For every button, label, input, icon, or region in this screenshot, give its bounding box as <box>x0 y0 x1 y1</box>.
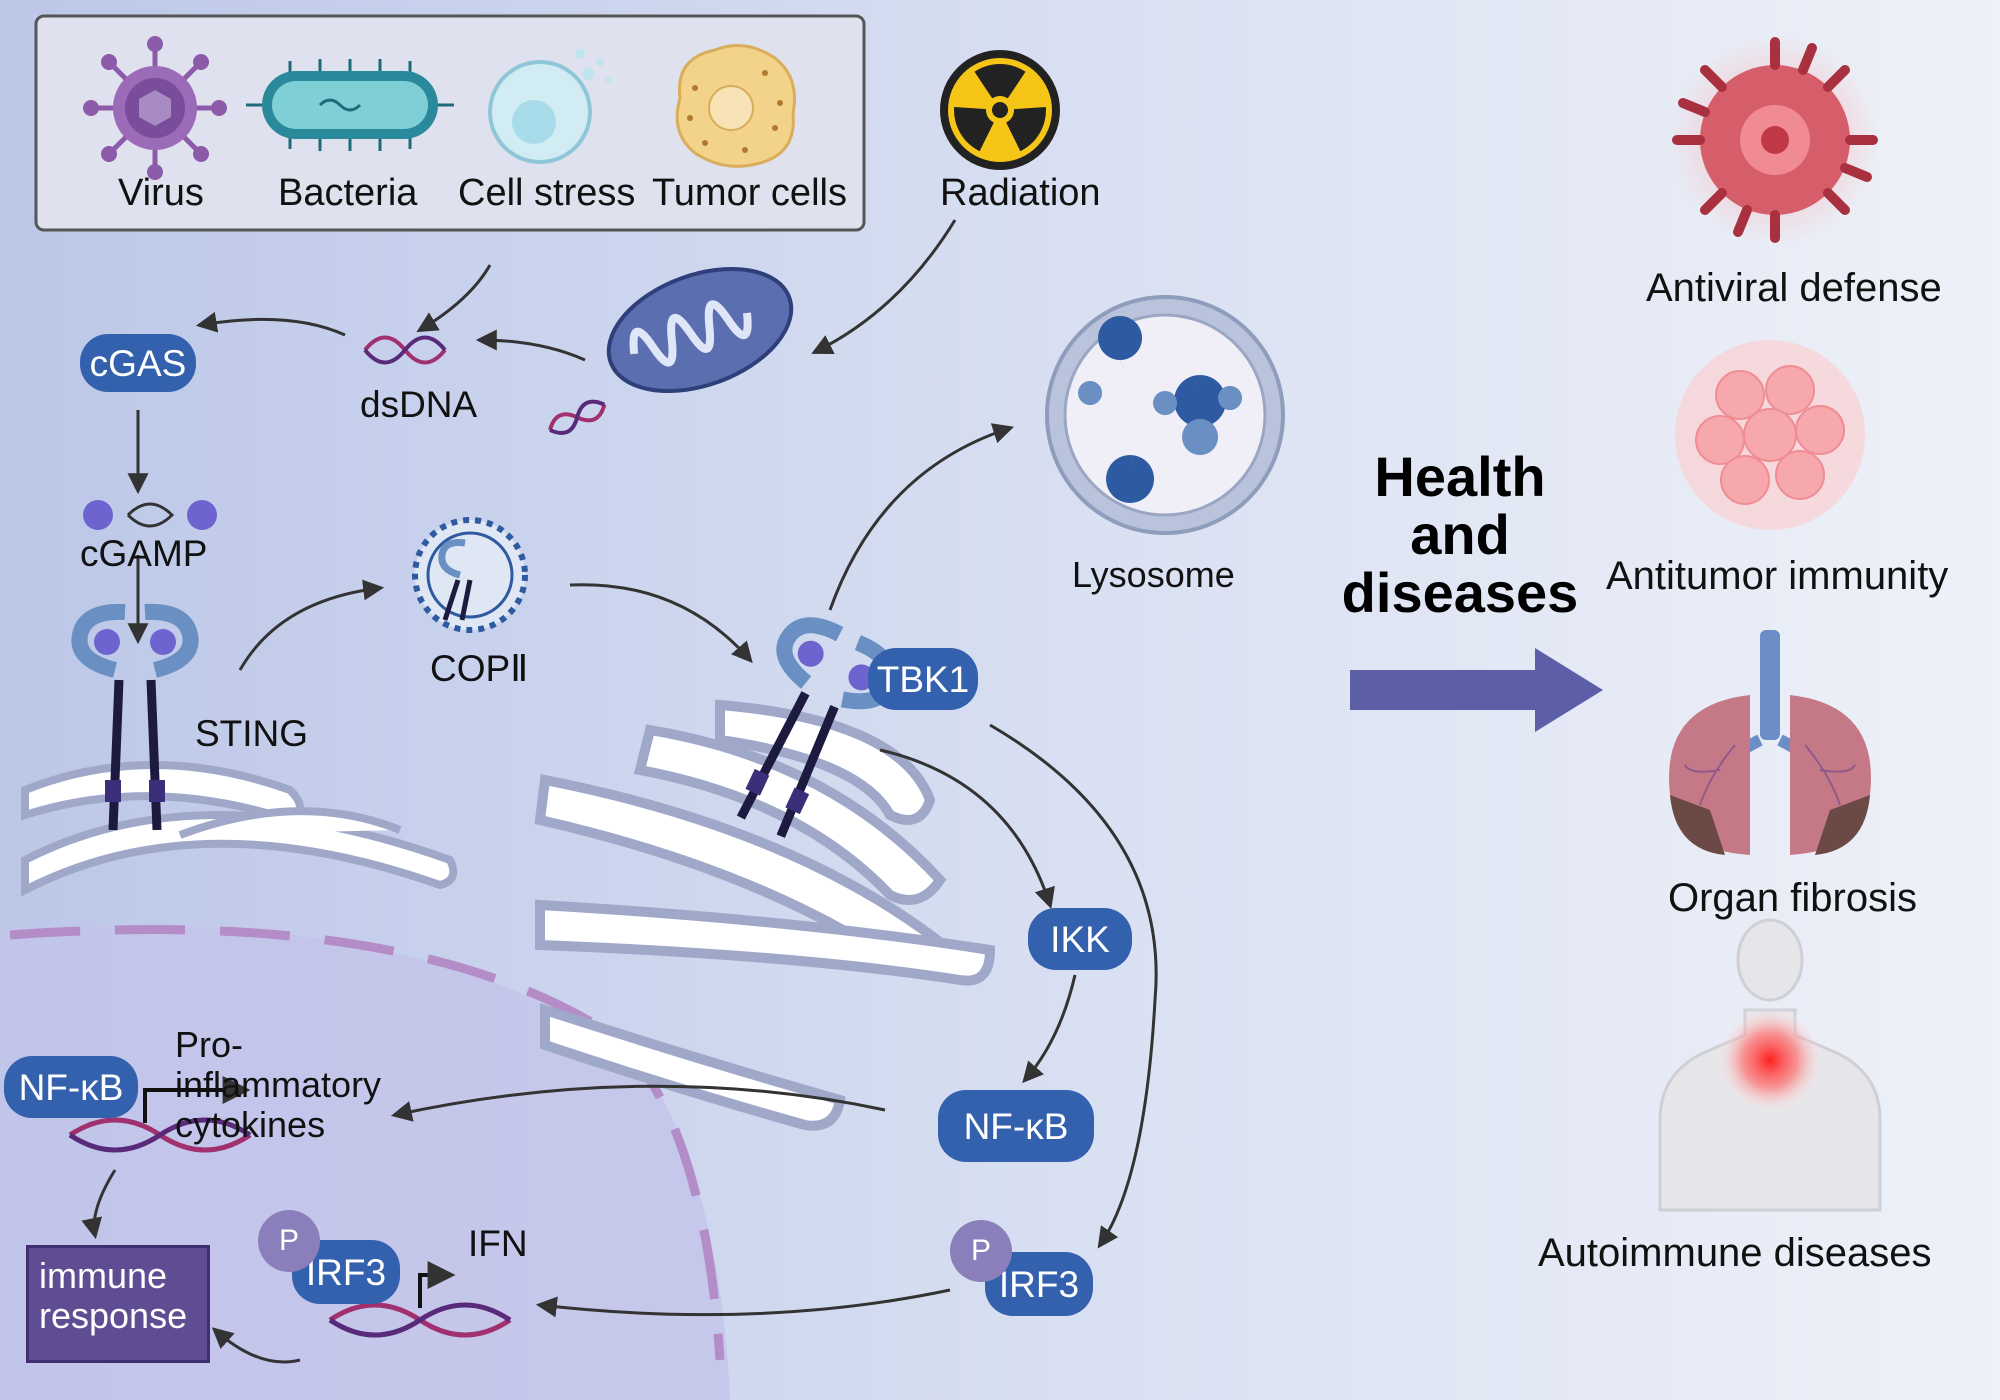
dsdna-fragment-icon <box>548 399 607 435</box>
tumor-cell-icon <box>675 44 797 168</box>
cgamp-molecule <box>83 500 217 530</box>
nfkb-nucleus-node: NF-κB <box>4 1056 138 1118</box>
lungs-icon <box>1669 630 1871 855</box>
radiation-icon <box>940 50 1060 170</box>
pathway-arrows <box>81 219 1158 1364</box>
organ-fibrosis-label: Organ fibrosis <box>1668 876 1917 920</box>
title-line2: and <box>1410 503 1510 566</box>
mitochondrion-icon <box>606 266 794 394</box>
nfkb-cytoplasm-node: NF-κB <box>938 1090 1094 1162</box>
cgamp-label: cGAMP <box>80 533 208 574</box>
cgas-node: cGAS <box>80 334 196 392</box>
dsdna-helix-icon <box>363 335 447 365</box>
ifn-label: IFN <box>468 1223 528 1264</box>
health-diseases-title: Health and diseases <box>1320 448 1600 622</box>
virus-icon <box>83 36 227 180</box>
ikk-node: IKK <box>1028 908 1132 970</box>
lysosome-icon <box>1045 295 1285 535</box>
title-line3: diseases <box>1341 561 1579 624</box>
immune-response-box: immune response <box>26 1245 210 1363</box>
lysosome-label: Lysosome <box>1072 554 1235 595</box>
tbk1-node: TBK1 <box>868 648 978 710</box>
copii-label: COPⅡ <box>430 648 529 689</box>
sting-dimer-left <box>71 603 199 831</box>
cytokines-label-line3: cytokines <box>175 1104 326 1145</box>
immune-response-line1: immune <box>39 1255 168 1296</box>
cytokines-label-line2: inflammatory <box>175 1064 382 1105</box>
virus-label: Virus <box>118 172 204 214</box>
bacteria-icon <box>246 59 454 151</box>
phospho-nucleus-badge: P <box>258 1210 320 1272</box>
dsdna-label: dsDNA <box>360 384 478 425</box>
tumor-cells-label: Tumor cells <box>652 172 847 214</box>
autoimmune-diseases-label: Autoimmune diseases <box>1538 1231 1932 1275</box>
trigger-legend-box <box>34 14 866 232</box>
health-arrow <box>1350 648 1603 732</box>
tumor-sphere-icon <box>1675 340 1865 530</box>
cell-stress-label: Cell stress <box>458 172 636 214</box>
irf3-dna-helix <box>328 1261 512 1338</box>
copii-vesicle-icon <box>412 517 528 633</box>
cytokines-label-line1: Pro- <box>175 1024 244 1065</box>
title-line1: Health <box>1374 445 1546 508</box>
antiviral-defense-label: Antiviral defense <box>1646 266 1942 310</box>
nfkb-dna-helix <box>68 1076 252 1153</box>
antitumor-immunity-label: Antitumor immunity <box>1606 554 1949 598</box>
phospho-cytoplasm-badge: P <box>950 1220 1012 1282</box>
radiation-label: Radiation <box>940 172 1101 214</box>
cell-stress-icon <box>488 49 611 164</box>
virus-sphere-icon <box>1670 35 1880 245</box>
sting-label: STING <box>195 713 309 754</box>
bacteria-label: Bacteria <box>278 172 418 214</box>
immune-response-line2: response <box>39 1295 188 1336</box>
nuclear-envelope <box>9 925 725 1361</box>
human-torso-icon <box>1658 918 1882 1212</box>
